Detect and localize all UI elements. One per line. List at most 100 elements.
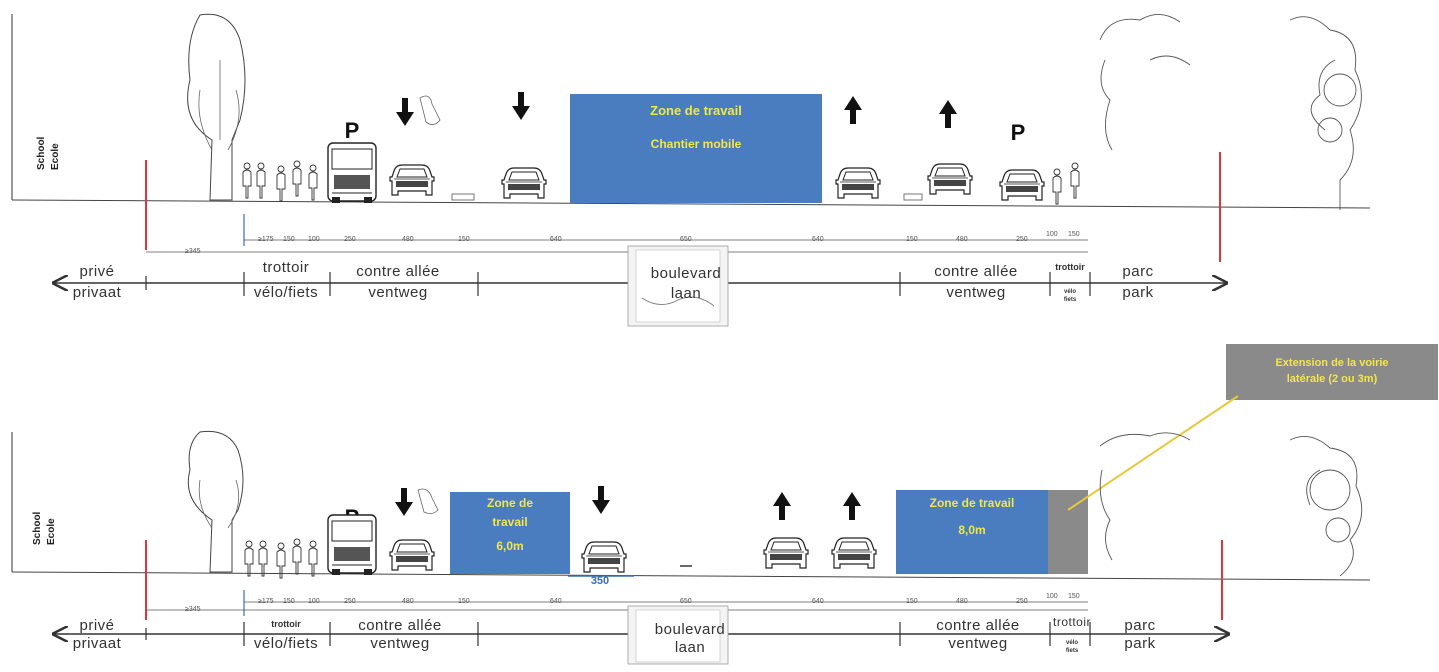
zone-label-velo-right: vélo [1066,640,1078,646]
zone-label-contre-allee-right: contre allée [934,263,1018,280]
ecole-label: Ecole [50,143,61,170]
zone-label-privaat: privaat [73,284,122,301]
zone-label-parc: parc [1122,263,1153,280]
car-icon [835,167,881,199]
top-panel: School Ecole P [11,13,1371,327]
bottom-panel: School Ecole P Zone de travail 6,0m [11,344,1438,665]
svg-text:100: 100 [1046,231,1058,238]
svg-text:150: 150 [283,598,295,605]
work-zone-title: Zone de travail [650,103,742,118]
svg-text:150: 150 [283,236,295,243]
car-icon [389,164,435,196]
arrow-down-icon [396,98,414,126]
car-icon [581,541,627,573]
section-dividers [145,272,1091,296]
school-label: School [36,136,47,170]
zone-label-contre-allee: contre allée [358,617,442,634]
parking-label: P [345,118,360,143]
svg-text:100: 100 [308,236,320,243]
svg-text:150: 150 [458,598,470,605]
zone-label-park: park [1124,635,1155,652]
svg-text:480: 480 [956,598,968,605]
zone-label-fiets-right: fiets [1066,648,1079,654]
arrow-up-icon [939,100,957,128]
svg-text:150: 150 [1068,593,1080,600]
zone-label-parc: parc [1124,617,1155,634]
work-zone-right-width: 8,0m [958,523,985,537]
svg-text:100: 100 [1046,593,1058,600]
svg-text:640: 640 [550,598,562,605]
svg-text:150: 150 [906,236,918,243]
median-block [451,193,475,201]
svg-text:650: 650 [680,598,692,605]
bus-icon [327,514,377,576]
svg-text:250: 250 [1016,598,1028,605]
median-block [903,193,923,201]
svg-text:≥345: ≥345 [185,606,201,613]
zone-label-boulevard: boulevard [655,621,725,638]
lane-width-label: 350 [591,575,609,587]
car-icon [999,169,1045,201]
ecole-label: Ecole [46,518,57,545]
svg-text:≥175: ≥175 [258,236,274,243]
dimension-values: ≥175 150 100 250 480 150 640 650 640 150… [185,231,1080,255]
zone-label-park: park [1122,284,1153,301]
extension-pointer [1067,395,1239,511]
zone-label-trottoir: trottoir [271,619,301,629]
pedestrian-icon [1070,162,1080,199]
svg-text:250: 250 [344,598,356,605]
cyclist-sketch [419,95,441,125]
ground-line [11,571,1371,581]
svg-text:≥345: ≥345 [185,248,201,255]
dimension-values: ≥175 150 100 250 480 150 640 650 640 150… [185,593,1080,613]
zone-label-contre-allee: contre allée [356,263,440,280]
lateral-extension-zone [1048,490,1088,574]
zone-label-velo: vélo/fiets [254,635,318,652]
cyclist-sketch [417,488,439,514]
bus-icon [327,142,377,204]
zone-label-contre-allee-right: contre allée [936,617,1020,634]
ground-line [11,199,1371,209]
car-icon [501,167,547,199]
svg-text:150: 150 [906,598,918,605]
zone-label-ventweg-right: ventweg [948,635,1007,652]
svg-text:650: 650 [680,236,692,243]
zone-label-fiets-right: fiets [1064,297,1077,303]
svg-text:480: 480 [402,598,414,605]
zone-label-trottoir: trottoir [263,259,310,276]
pedestrians-left [242,160,318,202]
svg-text:≥175: ≥175 [258,598,274,605]
arrow-down-icon [512,92,530,120]
svg-text:480: 480 [956,236,968,243]
work-zone-left [450,492,570,574]
extension-callout-line1: Extension de la voirie [1275,357,1388,369]
work-zone [570,94,822,203]
svg-text:640: 640 [812,236,824,243]
tree-icon [187,13,246,201]
arrow-down-icon [395,488,413,516]
svg-text:250: 250 [1016,236,1028,243]
work-zone-left-title: Zone de [487,496,533,510]
svg-text:640: 640 [812,598,824,605]
zone-label-trottoir-right: trottoir [1053,615,1091,629]
arrow-up-icon [843,492,861,520]
work-zone-right [896,490,1048,574]
extension-callout-line2: latérale (2 ou 3m) [1287,373,1378,385]
section-dividers [145,622,1091,646]
parking-label-right: P [1011,120,1026,145]
car-icon [389,539,435,571]
pedestrian-icon [1052,168,1062,205]
work-zone-subtitle: Chantier mobile [651,137,742,151]
zone-label-ventweg: ventweg [368,284,427,301]
zone-label-laan: laan [671,285,701,302]
arrow-up-icon [844,96,862,124]
park-trees [1099,432,1363,577]
svg-text:150: 150 [1068,231,1080,238]
school-label: School [32,511,43,545]
zone-label-privaat: privaat [73,635,122,652]
svg-text:100: 100 [308,598,320,605]
tree-icon [187,430,244,573]
zone-label-prive: privé [79,263,114,280]
car-icon [927,163,973,195]
